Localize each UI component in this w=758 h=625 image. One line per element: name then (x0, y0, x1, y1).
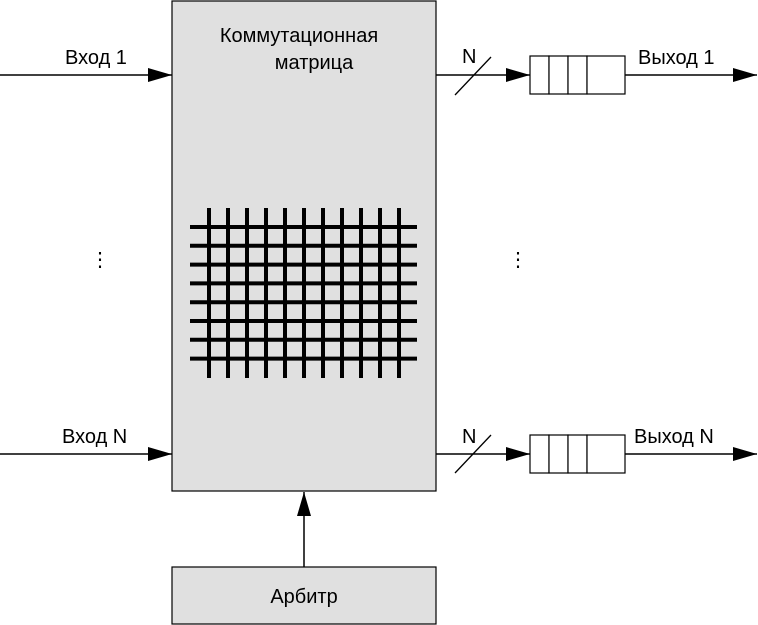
output-n-queue (529, 434, 626, 474)
input-n-label: Вход N (62, 426, 127, 448)
queue-cell (586, 55, 626, 95)
input-1-label: Вход 1 (65, 47, 127, 69)
arbiter-block (171, 566, 437, 625)
queue-cell (529, 55, 550, 95)
output-1-bus-width-label: N (462, 46, 476, 68)
output-1-bus-slash (454, 56, 492, 96)
output-n-bus-slash (454, 434, 492, 474)
output-ellipsis: ⋮ (508, 249, 528, 271)
output-n-label: Выход N (634, 426, 714, 448)
output-1-queue (529, 55, 626, 95)
input-ellipsis: ⋮ (90, 249, 110, 271)
queue-cell (567, 434, 588, 474)
queue-cell (567, 55, 588, 95)
queue-cell (548, 55, 569, 95)
output-n-bus-width-label: N (462, 426, 476, 448)
switch-matrix-title-line1: Коммутационная (220, 25, 378, 47)
crossbar-grid (190, 208, 417, 378)
output-1-label: Выход 1 (638, 47, 715, 69)
arbiter-label: Арбитр (270, 586, 337, 608)
queue-cell (548, 434, 569, 474)
queue-cell (586, 434, 626, 474)
switch-matrix-title-line2: матрица (275, 52, 354, 74)
queue-cell (529, 434, 550, 474)
